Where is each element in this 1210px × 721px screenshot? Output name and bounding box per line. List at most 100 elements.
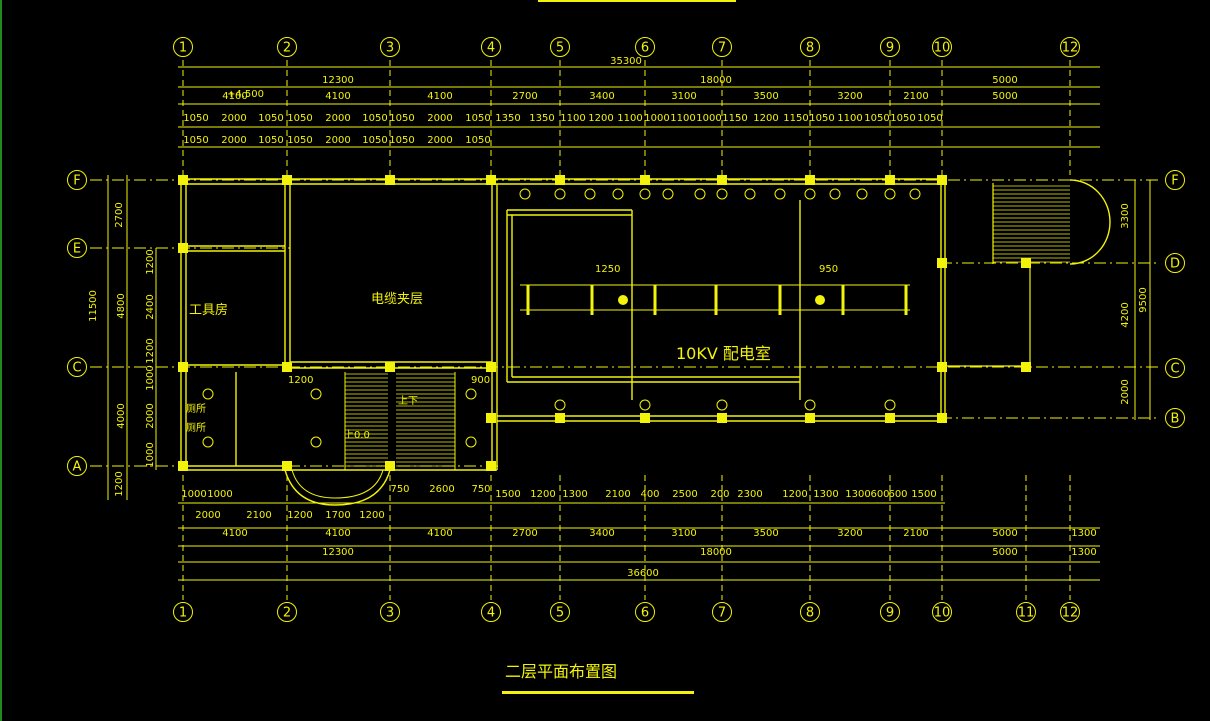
axis-bubble: 2 xyxy=(277,37,297,57)
axis-bubble: F xyxy=(67,170,87,190)
dim-text: 600 xyxy=(870,489,889,500)
dim-text: 5000 xyxy=(992,91,1017,102)
axis-circle xyxy=(277,602,297,622)
axis-circle xyxy=(800,37,820,57)
dim-text: 1050 xyxy=(890,113,915,124)
dim-text: 4100 xyxy=(222,91,247,102)
dim-text: 2400 xyxy=(145,294,156,319)
axis-label: 12 xyxy=(1062,606,1079,621)
column xyxy=(885,175,895,185)
lamp-icon xyxy=(554,188,566,200)
fixture-icon xyxy=(465,388,477,400)
axis-circle xyxy=(1165,408,1185,428)
axis-label: 5 xyxy=(556,41,564,56)
axis-label: 5 xyxy=(556,606,564,621)
dim-text: 1050 xyxy=(287,113,312,124)
column xyxy=(178,243,188,253)
axis-circle xyxy=(1165,170,1185,190)
title-underline xyxy=(502,691,694,694)
axis-bubble: C xyxy=(1165,358,1185,378)
axis-bubble: 7 xyxy=(712,37,732,57)
axis-circle xyxy=(1016,602,1036,622)
axis-bubble: C xyxy=(67,357,87,377)
axis-label: 4 xyxy=(487,41,495,56)
dim-text: 1100 xyxy=(617,113,642,124)
column xyxy=(555,175,565,185)
dim-text: 2000 xyxy=(221,135,246,146)
axis-circle xyxy=(635,37,655,57)
dim-text: 2100 xyxy=(605,489,630,500)
dim-text: 1050 xyxy=(389,113,414,124)
axis-label: 3 xyxy=(386,606,394,621)
stair-mark-up: 上下 xyxy=(398,395,418,407)
dim-text: 12300 xyxy=(322,547,354,558)
dim-text: 1000 xyxy=(696,113,721,124)
axis-circle xyxy=(712,602,732,622)
viewport-edge xyxy=(0,0,2,721)
lamp-icon xyxy=(612,188,624,200)
lamp-icon xyxy=(716,399,728,411)
column xyxy=(555,413,565,423)
lamp-icon xyxy=(744,188,756,200)
dim-text: 1500 xyxy=(495,489,520,500)
axis-bubble: 8 xyxy=(800,602,820,622)
dim-text: 4100 xyxy=(427,91,452,102)
column xyxy=(640,413,650,423)
top-title-underline xyxy=(538,0,736,2)
column xyxy=(717,413,727,423)
lamp-icon xyxy=(884,399,896,411)
axis-circle xyxy=(635,602,655,622)
axis-bubble: D xyxy=(1165,253,1185,273)
axis-bubble: B xyxy=(1165,408,1185,428)
axis-label: 10 xyxy=(934,606,951,621)
dim-text: 1050 xyxy=(465,113,490,124)
fixture-icon xyxy=(202,436,214,448)
axis-label: 8 xyxy=(806,606,814,621)
stair-mark-down: 上0.0 xyxy=(344,429,370,441)
dim-text: 1050 xyxy=(258,135,283,146)
axis-bubble: 3 xyxy=(380,602,400,622)
axis-circle xyxy=(550,37,570,57)
dim-text: 1000 xyxy=(145,442,156,467)
room-tool-room: 工具房 xyxy=(189,302,228,318)
axis-label: 3 xyxy=(386,41,394,56)
axis-label: F xyxy=(1171,174,1178,189)
axis-circle xyxy=(1060,37,1080,57)
dim-text: 5000 xyxy=(992,75,1017,86)
axis-label: A xyxy=(73,460,82,475)
column xyxy=(282,175,292,185)
dim-text: 1050 xyxy=(389,135,414,146)
dim-text: 1050 xyxy=(183,113,208,124)
dim-text: 600 xyxy=(888,489,907,500)
axis-bubble: 8 xyxy=(800,37,820,57)
fixture-icon xyxy=(465,436,477,448)
dim-text: 1050 xyxy=(864,113,889,124)
axis-bubble: 1 xyxy=(173,602,193,622)
dim-text: 1200 xyxy=(588,113,613,124)
dim-text: 750 xyxy=(471,484,490,495)
axis-label: 2 xyxy=(283,41,291,56)
dim-text: 1300 xyxy=(562,489,587,500)
axis-bubble: 10 xyxy=(932,37,952,57)
axis-label: C xyxy=(72,361,81,376)
axis-circle xyxy=(1165,253,1185,273)
dim-text: 2600 xyxy=(429,484,454,495)
dim-text: 1350 xyxy=(529,113,554,124)
axis-bubble: 6 xyxy=(635,37,655,57)
column xyxy=(640,175,650,185)
axis-label: 12 xyxy=(1062,41,1079,56)
lamp-icon xyxy=(829,188,841,200)
axis-bubble: 11 xyxy=(1016,602,1036,622)
axis-circle xyxy=(380,602,400,622)
room-cable-mezzanine: 电缆夹层 xyxy=(371,291,423,307)
column xyxy=(178,175,188,185)
dim-text: 4800 xyxy=(116,293,127,318)
axis-label: 9 xyxy=(886,606,894,621)
column xyxy=(805,175,815,185)
axis-circle xyxy=(1165,358,1185,378)
axis-bubble: 5 xyxy=(550,602,570,622)
column xyxy=(937,258,947,268)
dim-text: 3100 xyxy=(671,91,696,102)
room-toilet-1: 厕所 xyxy=(186,403,206,415)
